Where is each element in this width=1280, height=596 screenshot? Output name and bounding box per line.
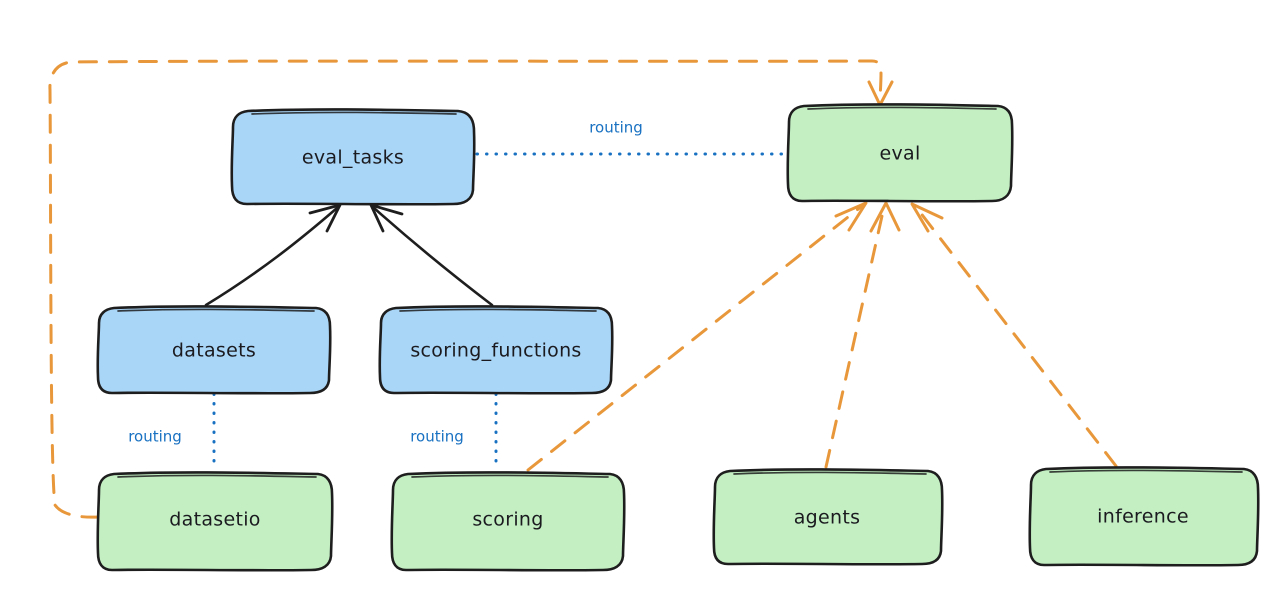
node-eval-label: eval: [879, 143, 920, 165]
node-agents-sketch: [733, 471, 927, 475]
node-eval_tasks[interactable]: eval_tasks: [230, 108, 476, 206]
node-scoring-shape: [390, 471, 626, 572]
node-scoring_functions[interactable]: scoring_functions: [378, 305, 614, 395]
node-inference-sketch: [1049, 469, 1243, 473]
node-datasetio-shape: [96, 471, 334, 572]
node-eval-shape: [786, 103, 1014, 203]
node-datasetio-sketch: [117, 474, 317, 478]
node-eval_tasks-label: eval_tasks: [302, 147, 404, 169]
node-datasets[interactable]: datasets: [96, 305, 332, 395]
edge-label-routing-datasetio: routing: [128, 428, 182, 446]
edge-label-routing-eval: routing: [589, 119, 643, 137]
edge-agents-eval: [824, 201, 901, 469]
edge-label-routing-scoring: routing: [410, 428, 464, 446]
node-agents-shape: [712, 468, 944, 566]
node-eval_tasks-sketch: [251, 111, 457, 115]
node-eval[interactable]: eval: [786, 103, 1014, 203]
node-datasetio[interactable]: datasetio: [96, 471, 334, 572]
node-inference[interactable]: inference: [1028, 466, 1260, 567]
node-agents[interactable]: agents: [712, 468, 944, 566]
node-inference-label: inference: [1097, 506, 1189, 528]
node-datasets-label: datasets: [172, 340, 256, 362]
node-scoring-label: scoring: [472, 509, 543, 531]
node-inference-shape: [1028, 466, 1260, 567]
node-datasets-shape: [96, 305, 332, 395]
arrowhead-scoring-eval: [834, 201, 868, 232]
node-scoring_functions-sketch: [399, 308, 597, 312]
arrowhead-inference-eval: [910, 202, 944, 233]
node-datasets-sketch: [117, 308, 315, 312]
arrowhead-agents-eval: [869, 201, 901, 233]
node-scoring_functions-label: scoring_functions: [410, 340, 581, 362]
node-eval_tasks-shape: [230, 108, 476, 206]
node-datasetio-label: datasetio: [169, 509, 260, 531]
edge-scoring-eval: [526, 201, 868, 472]
node-scoring_functions-shape: [378, 305, 614, 395]
edge-inference-eval: [910, 202, 1118, 468]
node-eval-sketch: [807, 106, 997, 110]
node-scoring-sketch: [411, 474, 609, 478]
node-agents-label: agents: [794, 507, 861, 529]
node-scoring[interactable]: scoring: [390, 471, 626, 572]
